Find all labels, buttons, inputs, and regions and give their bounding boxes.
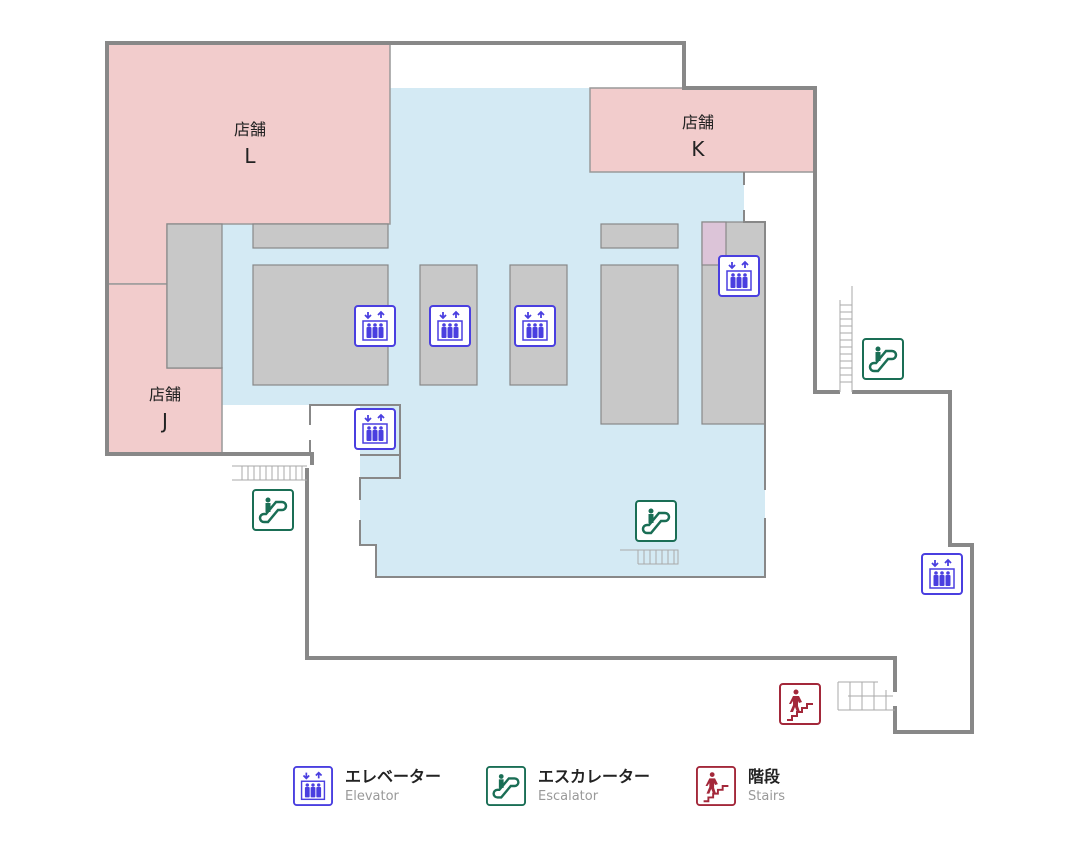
store-label-text: 店舗 (681, 113, 715, 132)
block (600, 264, 679, 425)
block (252, 223, 389, 249)
store-id: J (162, 409, 168, 433)
stairs-icon (696, 766, 736, 806)
inner-wall (359, 172, 766, 578)
outer-wall (305, 41, 974, 734)
legend-item-elevator: エレベーター Elevator (293, 766, 441, 806)
store-id: L (244, 144, 256, 168)
legend-item-stairs: 階段 Stairs (696, 766, 785, 806)
legend-sublabel: Escalator (538, 789, 599, 804)
store-label-text: 店舗 (148, 385, 182, 404)
stair-steps (837, 681, 895, 711)
elevator-icon[interactable] (429, 305, 471, 347)
legend-label: 階段 (748, 767, 781, 786)
elevator-icon[interactable] (514, 305, 556, 347)
block (600, 223, 679, 249)
legend: エレベーター Elevator エスカレーター Escalator 階段 Sta… (0, 766, 1080, 816)
common-area (222, 88, 765, 577)
inner-wall (309, 404, 401, 500)
store-label-j[interactable]: 店舗 J (149, 381, 181, 435)
escalator-icon[interactable] (252, 489, 294, 531)
legend-label: エスカレーター (538, 767, 651, 786)
escalator-icon[interactable] (635, 500, 677, 542)
outer-wall (105, 41, 390, 465)
elevator-icon (293, 766, 333, 806)
store-label-l[interactable]: 店舗 L (234, 116, 266, 170)
store-label-k[interactable]: 店舗 K (682, 109, 714, 163)
column-block (166, 223, 223, 369)
elevator-icon[interactable] (921, 553, 963, 595)
escalator-steps (232, 286, 853, 565)
legend-item-escalator: エスカレーター Escalator (486, 766, 650, 806)
elevator-icon[interactable] (718, 255, 760, 297)
escalator-icon (486, 766, 526, 806)
legend-label: エレベーター (345, 767, 442, 786)
legend-sublabel: Stairs (748, 789, 786, 804)
store-k-area[interactable] (589, 87, 816, 173)
stairs-icon[interactable] (779, 683, 821, 725)
store-label-text: 店舗 (233, 120, 267, 139)
store-id: K (691, 137, 705, 161)
elevator-icon[interactable] (354, 305, 396, 347)
legend-sublabel: Elevator (345, 789, 399, 804)
elevator-icon[interactable] (354, 408, 396, 450)
escalator-icon[interactable] (862, 338, 904, 380)
